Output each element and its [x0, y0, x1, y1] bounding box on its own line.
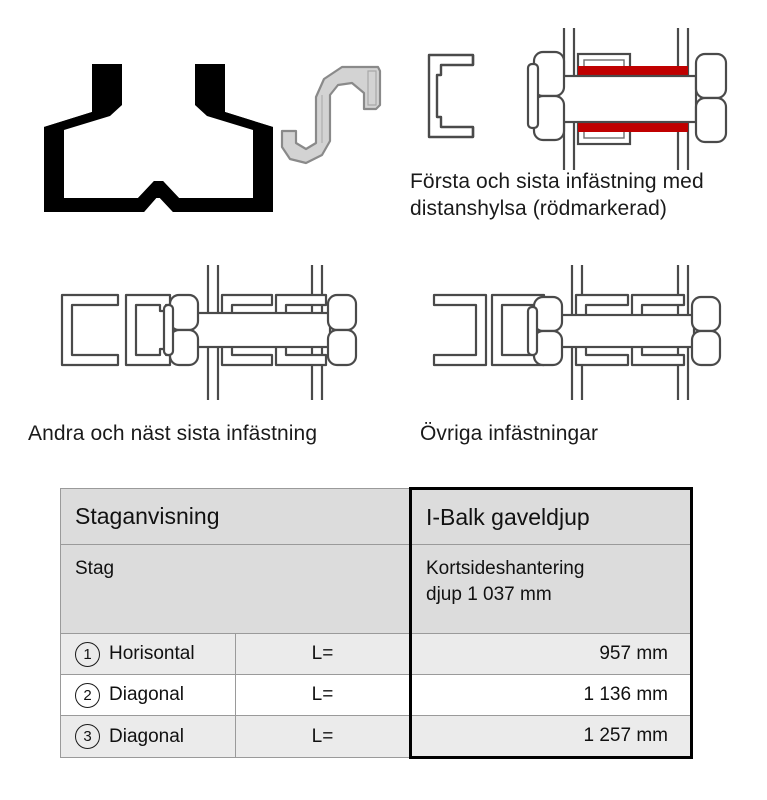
subheader-stag-text: Stag [75, 558, 115, 579]
beam-profile-figure [30, 50, 275, 215]
row-index-badge: 1 [75, 641, 100, 667]
row-value: 1 257 mm [409, 715, 693, 759]
row-equals: L= [235, 674, 411, 716]
row-label: Horisontal [109, 643, 195, 664]
subheader-kortsideshantering-text: Kortsideshantering djup 1 037 mm [426, 558, 585, 605]
row-equals: L= [235, 633, 411, 675]
row-index-badge: 2 [75, 682, 100, 708]
table-subheader-row: Stag Kortsideshantering djup 1 037 mm [60, 544, 693, 634]
table-row: 2 Diagonal L= 1 136 mm [60, 674, 693, 716]
caption-first-last-joint: Första och sista infästning med distansh… [410, 170, 704, 220]
spec-table-container: Staganvisning I-Balk gaveldjup Stag Kort… [60, 487, 693, 759]
mounting-clip-figure [272, 55, 387, 195]
row-label: Diagonal [109, 725, 184, 747]
row-label-cell: 2 Diagonal [60, 674, 236, 716]
subheader-stag: Stag [60, 544, 411, 634]
header-staganvisning: Staganvisning [60, 488, 411, 545]
row-label-cell: 3 Diagonal [60, 715, 236, 758]
table-row: 3 Diagonal L= 1 257 mm [60, 715, 693, 759]
header-i-balk-gaveldjup: I-Balk gaveldjup [409, 487, 693, 545]
row-equals: L= [235, 715, 411, 758]
second-joint-figure [40, 265, 380, 400]
row-value: 957 mm [409, 633, 693, 675]
table-row: 1 Horisontal L= 957 mm [60, 633, 693, 675]
spec-table: Staganvisning I-Balk gaveldjup Stag Kort… [60, 487, 693, 759]
c-profile-figure [415, 45, 495, 155]
row-value: 1 136 mm [409, 674, 693, 716]
table-header-row: Staganvisning I-Balk gaveldjup [60, 487, 693, 545]
row-label-cell: 1 Horisontal [60, 633, 236, 675]
subheader-kortsideshantering: Kortsideshantering djup 1 037 mm [409, 544, 693, 634]
row-label: Diagonal [109, 684, 184, 705]
other-joints-figure [420, 265, 750, 400]
caption-second-joint: Andra och näst sista infästning [28, 422, 318, 445]
first-last-joint-figure [520, 28, 750, 170]
caption-other-joints: Övriga infästningar [420, 422, 599, 445]
row-index-badge: 3 [75, 724, 100, 749]
